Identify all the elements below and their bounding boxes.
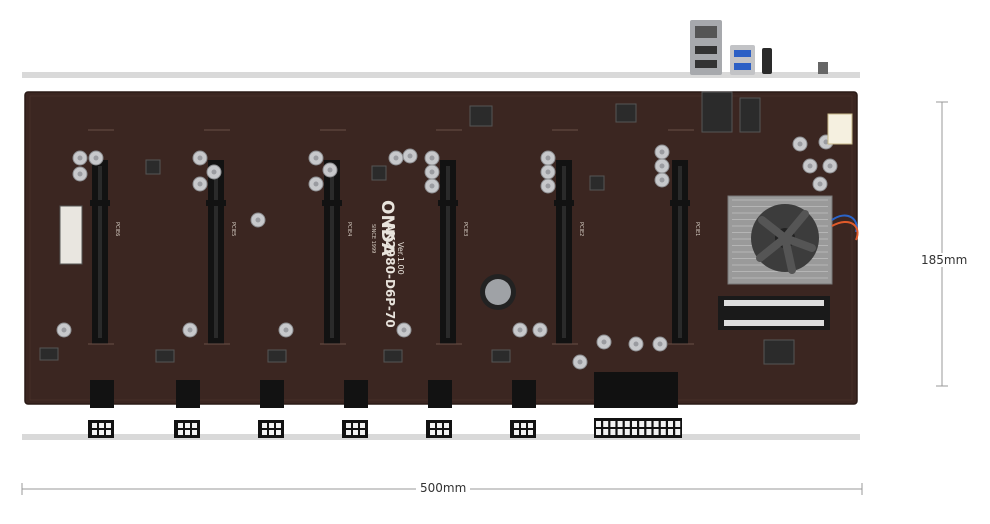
chip (739, 97, 761, 133)
chip (39, 347, 59, 361)
pcie-slot-label: PCIE5 (230, 222, 236, 236)
chip (589, 175, 605, 191)
pcie-slot-label: PCIE4 (346, 222, 352, 236)
cpu-heatsink (727, 195, 859, 285)
pcie-power-connectors (88, 380, 536, 438)
pcie-power-connector (512, 380, 536, 408)
pcie-power-connector (344, 380, 368, 408)
pcie-power-connector (260, 380, 284, 408)
usb3-port (730, 45, 755, 75)
pcie-slot-label: PCIE2 (578, 222, 584, 236)
pcie-power-plug (342, 420, 368, 438)
back-io-ports (690, 20, 828, 75)
serial-sticker (59, 205, 83, 265)
sodimm-slot (718, 296, 830, 330)
pcie-power-plug (174, 420, 200, 438)
chip (155, 349, 175, 363)
height-dimension-label: 185mm (917, 253, 972, 267)
pcie-slot-label: PCIE1 (694, 222, 700, 236)
chip (383, 349, 403, 363)
pcie-power-plug (258, 420, 284, 438)
model-name: AK2980-D6P-70 (383, 222, 397, 328)
chip (491, 349, 511, 363)
pcie-slot-label: PCIE3 (462, 222, 468, 236)
components (39, 91, 838, 370)
pcie-power-plug (510, 420, 536, 438)
silkscreen-branding: ONDA SINCE 1999 AK2980-D6P-70 Ver.1.00 (370, 200, 405, 328)
height-dimension (936, 101, 948, 387)
pcie-slot-label: PCIE6 (114, 222, 120, 236)
brand-logo: ONDA (377, 200, 397, 257)
atx-24pin-connector (594, 372, 682, 438)
width-dimension-label: 500mm (416, 481, 471, 495)
chip (763, 339, 795, 365)
pcie-power-connector (90, 380, 114, 408)
chip (469, 105, 493, 127)
brand-since: SINCE 1999 (370, 224, 376, 253)
power-button (818, 62, 828, 74)
cpu-power-connector (827, 113, 853, 145)
pcie-power-connector (428, 380, 452, 408)
pcie-power-plug (88, 420, 114, 438)
chip (371, 165, 387, 181)
chip (615, 103, 637, 123)
model-version: Ver.1.00 (396, 242, 405, 275)
top-rail (22, 72, 860, 78)
pcie-power-connector (176, 380, 200, 408)
chip (145, 159, 161, 175)
hdmi-port (762, 48, 772, 74)
pcie-power-plug (426, 420, 452, 438)
pcie-slots: PCIE6 PCIE5 PCIE4 PCIE3 PCIE2 PCIE1 (88, 129, 700, 345)
chip (701, 91, 733, 133)
chip (267, 349, 287, 363)
